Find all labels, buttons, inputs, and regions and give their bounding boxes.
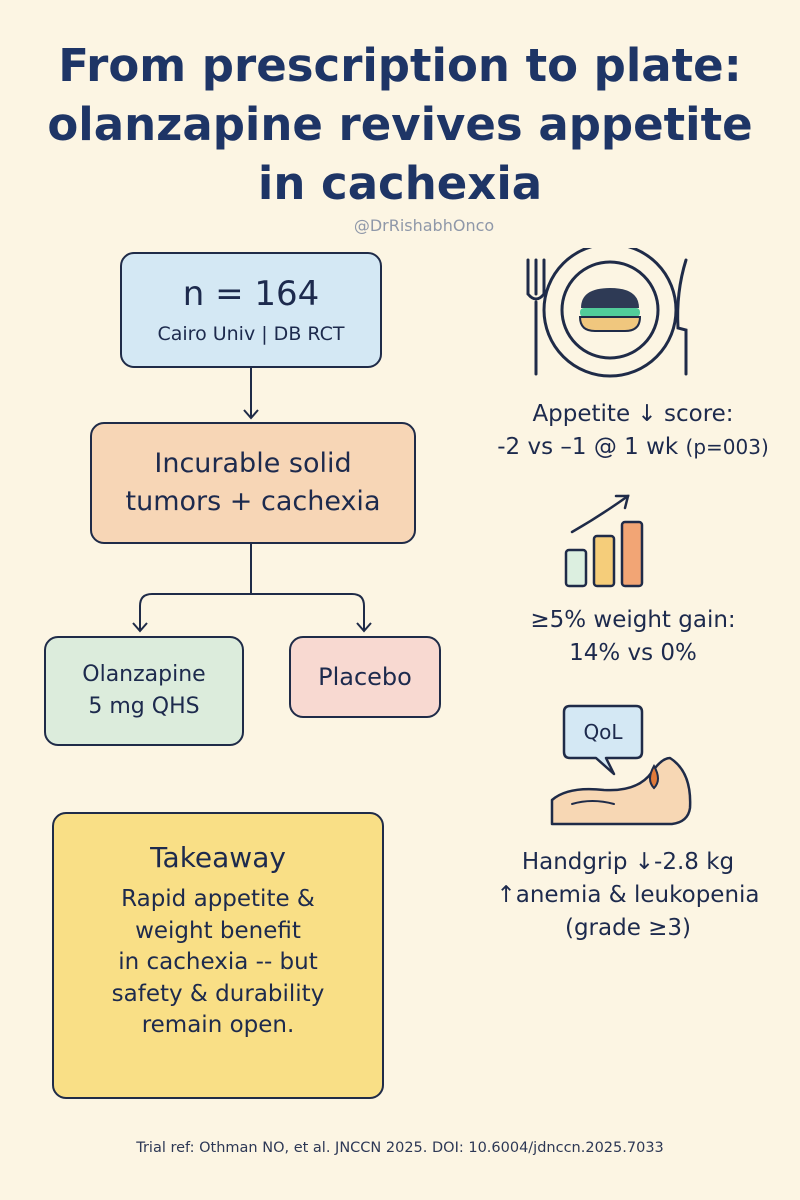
study-design: Cairo Univ | DB RCT	[157, 323, 345, 345]
appetite-stat-line-1: Appetite ↓ score:	[532, 401, 734, 427]
arrowhead-population	[243, 409, 259, 420]
trial-reference: Trial ref: Othman NO, et al. JNCCN 2025.…	[136, 1140, 664, 1156]
takeaway-line-3: in cachexia -- but	[118, 949, 318, 975]
grade-line: (grade ≥3)	[564, 915, 692, 941]
placebo-arm-box: Placebo	[289, 636, 441, 718]
qol-speech-bubble-icon: QoL	[562, 704, 644, 776]
takeaway-line-5: remain open.	[141, 1012, 295, 1038]
appetite-stat: Appetite ↓ score: -2 vs –1 @ 1 wk (p=003…	[478, 398, 788, 464]
plate-cutlery-icon	[526, 248, 688, 378]
title-line-1: From prescription to plate:	[58, 39, 742, 92]
appetite-stat-line-2: -2 vs –1 @ 1 wk (p=003)	[478, 431, 788, 464]
takeaway-line-1: Rapid appetite &	[121, 886, 315, 912]
enrolment-box: n = 164 Cairo Univ | DB RCT	[120, 252, 382, 368]
takeaway-box: Takeaway Rapid appetite & weight benefit…	[52, 812, 384, 1099]
olanzapine-arm-line-2: 5 mg QHS	[88, 694, 200, 719]
arrowhead-olanzapine	[132, 622, 148, 633]
title-line-3: in cachexia	[257, 157, 543, 210]
connector-split-placebo	[251, 593, 365, 630]
title-line-2: olanzapine revives appetite	[47, 98, 753, 151]
sample-size: n = 164	[182, 274, 320, 314]
safety-stat: Handgrip ↓-2.8 kg ↑anemia & leukopenia (…	[468, 846, 788, 945]
weight-gain-line-2: 14% vs 0%	[569, 640, 697, 666]
appetite-stat-value: -2 vs –1 @ 1 wk	[497, 434, 679, 460]
population-line-2: tumors + cachexia	[125, 486, 381, 517]
qol-label: QoL	[583, 720, 623, 744]
population-line-1: Incurable solid	[154, 448, 352, 479]
arrowhead-placebo	[356, 622, 372, 633]
arm-droplet-icon	[550, 756, 692, 826]
author-handle: @DrRishabhOnco	[353, 216, 495, 235]
page-title: From prescription to plate: olanzapine r…	[20, 36, 780, 213]
appetite-stat-pvalue: (p=003)	[685, 435, 769, 459]
placebo-arm-label: Placebo	[318, 663, 412, 691]
takeaway-heading: Takeaway	[150, 841, 286, 874]
olanzapine-arm-box: Olanzapine 5 mg QHS	[44, 636, 244, 746]
population-box: Incurable solid tumors + cachexia	[90, 422, 416, 544]
takeaway-line-4: safety & durability	[111, 980, 325, 1007]
anemia-leukopenia-line: ↑anemia & leukopenia	[496, 882, 760, 908]
connector-split-olanzapine	[139, 593, 251, 630]
weight-gain-line-1: ≥5% weight gain:	[530, 607, 736, 633]
takeaway-line-2: weight benefit	[135, 917, 301, 944]
handgrip-line: Handgrip ↓-2.8 kg	[521, 849, 735, 875]
weight-gain-stat: ≥5% weight gain: 14% vs 0%	[478, 604, 788, 670]
olanzapine-arm-line-1: Olanzapine	[82, 662, 206, 687]
bar-chart-up-icon	[564, 494, 644, 588]
